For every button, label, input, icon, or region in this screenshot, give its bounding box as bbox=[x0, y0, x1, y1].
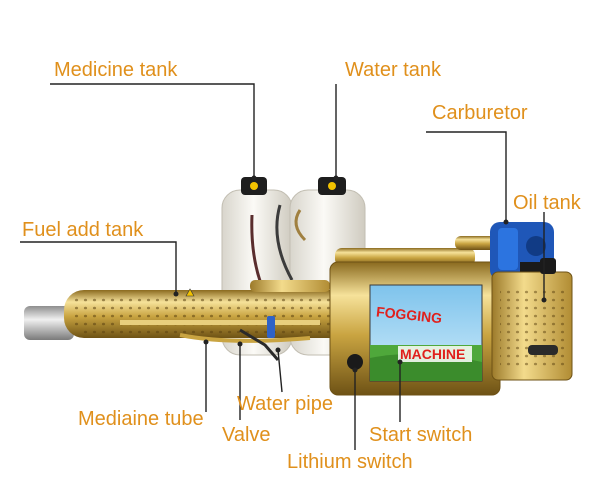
label-mediaine-tube: Mediaine tube bbox=[78, 408, 204, 430]
banner-line1: FOGGING bbox=[375, 303, 443, 326]
engine-group bbox=[490, 222, 554, 280]
valve-handle bbox=[267, 316, 275, 338]
leader-fuel-add-tank bbox=[20, 241, 177, 294]
label-valve: Valve bbox=[222, 424, 271, 446]
start-switch-button bbox=[347, 354, 363, 370]
leader-dots bbox=[173, 175, 547, 373]
leader-medicine-tank bbox=[50, 83, 255, 178]
banner-line2: MACHINE bbox=[400, 346, 465, 362]
leader-water-pipe bbox=[277, 349, 283, 393]
label-fuel-add-tank: Fuel add tank bbox=[22, 219, 144, 241]
machine-body bbox=[329, 261, 501, 396]
label-oil-tank: Oil tank bbox=[513, 192, 581, 214]
oil-tank-group bbox=[491, 258, 573, 381]
leader-carburetor bbox=[426, 131, 507, 222]
label-water-pipe: Water pipe bbox=[237, 393, 333, 415]
pipe-group bbox=[179, 316, 311, 361]
label-start-switch: Start switch bbox=[369, 424, 473, 446]
label-water-tank: Water tank bbox=[345, 59, 441, 81]
label-medicine-tank: Medicine tank bbox=[54, 59, 178, 81]
label-carburetor: Carburetor bbox=[432, 102, 528, 124]
barrel-nozzle bbox=[24, 306, 74, 340]
label-lithium-switch: Lithium switch bbox=[287, 451, 413, 473]
barrel-group bbox=[24, 280, 364, 340]
leader-lines bbox=[20, 83, 545, 450]
